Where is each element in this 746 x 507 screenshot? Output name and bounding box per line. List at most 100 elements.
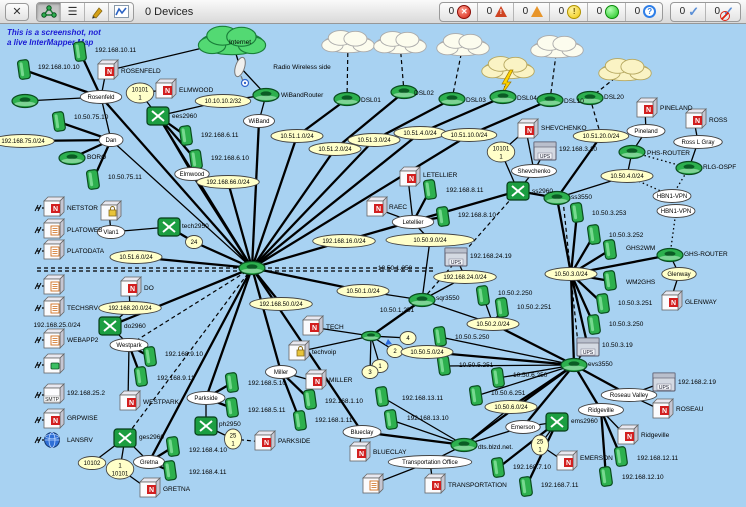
cloud-dsl01[interactable] [321, 30, 375, 54]
srv-tech[interactable]: N [302, 315, 324, 336]
wk-192-168-1-11[interactable] [292, 410, 307, 431]
oval-hbn1-vpn-2[interactable]: HBN1-VPN [656, 204, 696, 218]
wk-192-168-1-10[interactable] [302, 389, 317, 410]
oval-24[interactable]: 24 [185, 235, 203, 249]
router-ghs[interactable] [656, 247, 684, 263]
oval-parkside[interactable]: Parkside [186, 391, 226, 405]
srv-netstor[interactable]: N [43, 196, 65, 217]
oval-10-51-3[interactable]: 10.51.3.0/24 [347, 133, 401, 147]
critical-counter[interactable]: 0 ! [478, 2, 515, 21]
wk-192-168-6-11[interactable] [178, 125, 193, 146]
oval-10102[interactable]: 10102 [77, 456, 107, 470]
ups-10-50-3-19[interactable]: UPS [576, 337, 600, 357]
oval-192-168-20[interactable]: 192.168.20.0/24 [98, 301, 162, 315]
wk-192-168-13-11[interactable] [374, 386, 389, 407]
wk-10-50-2-250[interactable] [475, 285, 490, 306]
wk-192-168-8-11[interactable] [422, 179, 437, 200]
cloud-dsl03[interactable] [436, 33, 490, 57]
wk-192-168-8-10[interactable] [435, 206, 450, 227]
oval-wiband[interactable]: WiBand [243, 114, 275, 128]
wk-192-168-7-11[interactable] [518, 476, 533, 497]
wk-10-50-75-10[interactable] [51, 111, 66, 132]
oval-10-50-6[interactable]: 10.50.6.0/24 [484, 400, 538, 414]
router-left[interactable] [11, 93, 39, 109]
srv-letellier[interactable]: N [399, 166, 421, 187]
oval-transportation[interactable]: Transportation Office [387, 455, 473, 469]
sw-do2960[interactable] [98, 316, 122, 336]
wk-wm2ghs[interactable] [602, 270, 617, 291]
oval-10-51-20[interactable]: 10.51.20.0/24 [572, 129, 630, 143]
oval-192-168-66[interactable]: 192.168.66.0/24 [196, 175, 260, 189]
srv-vlan1[interactable] [100, 200, 122, 221]
srv-glenway[interactable]: N [661, 290, 683, 311]
oval-10-51-2[interactable]: 10.51.2.0/24 [308, 142, 362, 156]
router-sqr3550[interactable] [408, 292, 436, 308]
oval-10-50-1[interactable]: 10.50.1.0/24 [336, 284, 390, 298]
srv-ridgeville[interactable]: N [617, 424, 639, 445]
alarm-counter[interactable]: 0 [514, 2, 551, 21]
edit-button[interactable] [85, 2, 109, 21]
sw-ph2950[interactable] [194, 416, 218, 436]
list-view-button[interactable]: ☰ [61, 2, 85, 21]
oval-10-50-5[interactable]: 10.50.5.0/24 [400, 345, 454, 359]
wk-10-50-75-11[interactable] [85, 169, 100, 190]
srv-elmwood[interactable]: N [155, 78, 177, 99]
router-dsl04[interactable] [489, 89, 517, 105]
wk-192-168-6-10[interactable] [188, 149, 203, 170]
wk-192-168-5-10[interactable] [224, 372, 239, 393]
router-rlg[interactable] [675, 160, 703, 176]
oval-10-51-10[interactable]: 10.51.10.0/24 [440, 128, 498, 142]
wk-192-168-12-10[interactable] [598, 466, 613, 487]
chart-button[interactable] [109, 3, 133, 21]
cloud-dsl20[interactable] [598, 58, 652, 82]
acknowledged-counter[interactable]: 0 ✓ [671, 2, 707, 21]
cloud-dsl02[interactable] [373, 31, 427, 55]
oval-shevchenko[interactable]: Shevchenko [511, 164, 557, 178]
srv-miller[interactable]: N [305, 369, 327, 390]
srv-raec[interactable]: N [366, 196, 388, 217]
srv-platoweb[interactable] [43, 218, 65, 239]
ups-192-168-24-19[interactable]: UPS [444, 247, 468, 267]
srv-grpwise[interactable]: N [43, 408, 65, 429]
oval-10-51-4[interactable]: 10.51.4.0/24 [393, 126, 447, 140]
close-button[interactable]: ✕ [5, 2, 29, 21]
wk-10-50-3-250[interactable] [586, 314, 601, 335]
oval-25-emerson[interactable]: 251 [531, 434, 549, 456]
unknown-counter[interactable]: 0 ? [626, 3, 662, 21]
hub-4port[interactable] [361, 330, 381, 342]
oval-westpark[interactable]: Westpark [109, 338, 149, 352]
oval-vlan1[interactable]: Vlan1 [96, 225, 126, 239]
down-counter[interactable]: 0 ✕ [440, 2, 479, 21]
wk-192-168-4-10[interactable] [165, 436, 180, 457]
srv-do[interactable]: N [120, 276, 142, 297]
wk-192-168-5-11[interactable] [224, 397, 239, 418]
oval-glenway[interactable]: Glenway [661, 267, 697, 281]
wk-192-168-7-10[interactable] [490, 457, 505, 478]
oval-10-50-3[interactable]: 10.50.3.0/24 [544, 267, 598, 281]
srv-pineland[interactable]: N [636, 97, 658, 118]
sw-ees2960[interactable] [146, 106, 170, 126]
router-boro[interactable] [58, 150, 86, 166]
router-hub[interactable] [238, 260, 266, 276]
srv-platodata[interactable] [43, 239, 65, 260]
router-dsl20[interactable] [576, 90, 604, 106]
oval-25-parkside[interactable]: 251 [224, 428, 242, 450]
wk-192-168-10-11[interactable] [72, 41, 87, 62]
srv-shevchenko[interactable]: N [517, 118, 539, 139]
srv-webapp2[interactable] [43, 328, 65, 349]
wk-192-168-4-11[interactable] [162, 460, 177, 481]
oval-roseau-valley[interactable]: Roseau Valley [600, 388, 658, 402]
router-dsl10[interactable] [536, 92, 564, 108]
oval-blueclay[interactable]: Blueclay [342, 425, 382, 439]
srv-westpark[interactable]: N [119, 390, 141, 411]
cloud-internet[interactable]: Internet [197, 25, 267, 56]
oval-port2[interactable]: 2 [386, 344, 404, 358]
srv-blueclay[interactable]: N [349, 441, 371, 462]
oval-gretna[interactable]: Gretna [133, 455, 165, 469]
wk-10-50-2-251[interactable] [494, 297, 509, 318]
wk-10-50-3-253[interactable] [569, 202, 584, 223]
oval-ridgeville[interactable]: Ridgeville [578, 403, 624, 417]
oval-pineland[interactable]: Pineland [626, 124, 666, 138]
